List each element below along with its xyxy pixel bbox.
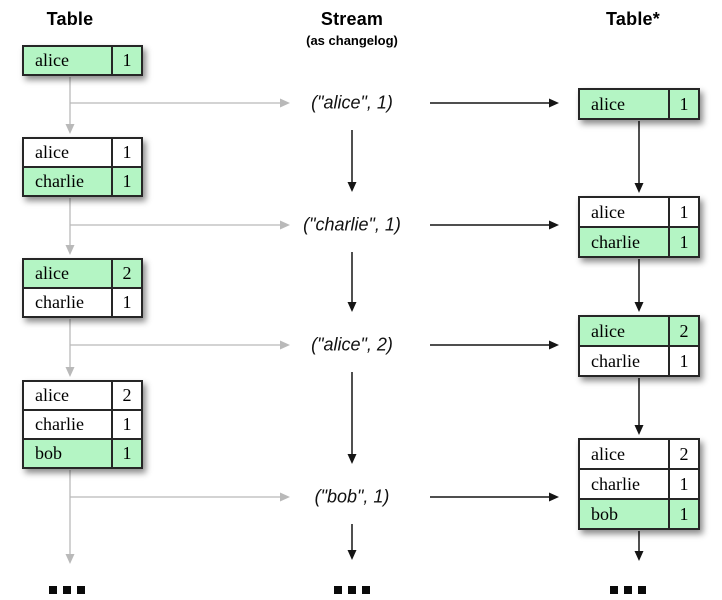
key-cell: charlie — [591, 350, 640, 371]
key-cell: charlie — [591, 473, 640, 494]
right-table-3: alice 2 charlie 1 — [578, 315, 700, 377]
value-cell: 1 — [111, 168, 141, 195]
table-row: charlie 1 — [24, 409, 141, 438]
key-cell: alice — [591, 443, 625, 464]
key-cell: charlie — [35, 171, 84, 191]
table-row: charlie 1 — [580, 468, 698, 498]
table-row: alice 2 — [580, 440, 698, 468]
table-row: charlie 1 — [580, 226, 698, 256]
value-cell: 1 — [668, 228, 698, 256]
table-row: alice 2 — [24, 382, 141, 409]
value-cell: 1 — [668, 90, 698, 118]
value-cell: 2 — [111, 260, 141, 287]
value-cell: 1 — [668, 470, 698, 498]
table-row: bob 1 — [24, 438, 141, 467]
table-row: alice 1 — [580, 90, 698, 118]
value-cell: 2 — [668, 317, 698, 345]
key-cell: alice — [35, 385, 69, 405]
table-row: alice 2 — [580, 317, 698, 345]
black-right-arrow-head — [549, 98, 559, 108]
ellipsis-dot — [63, 586, 71, 594]
ellipsis — [49, 586, 85, 594]
stream-event-1: ("alice", 1) — [311, 92, 393, 113]
ellipsis-dot — [348, 586, 356, 594]
table-row: alice 1 — [580, 198, 698, 226]
left-table-1: alice 1 — [22, 45, 143, 76]
left-column-header: Table — [46, 9, 94, 29]
ellipsis-dot — [610, 586, 618, 594]
stream-event-2: ("charlie", 1) — [303, 214, 401, 235]
stream-event-4: ("bob", 1) — [314, 486, 390, 507]
value-cell: 1 — [111, 139, 141, 166]
ellipsis-dot — [624, 586, 632, 594]
key-cell: alice — [35, 142, 69, 162]
table-down-arrow-head — [634, 551, 644, 561]
gray-down-arrow-head — [65, 124, 75, 134]
key-cell: charlie — [591, 231, 640, 252]
key-cell: charlie — [35, 292, 84, 312]
black-right-arrow-head — [549, 340, 559, 350]
gray-down-arrow-head — [65, 554, 75, 564]
table-row: charlie 1 — [580, 345, 698, 375]
gray-down-arrow-head — [65, 367, 75, 377]
table-row: charlie 1 — [24, 287, 141, 316]
left-table-4: alice 2 charlie 1 bob 1 — [22, 380, 143, 469]
value-cell: 1 — [668, 500, 698, 528]
stream-down-arrow-head — [347, 550, 357, 560]
stream-down-arrow-head — [347, 302, 357, 312]
table-row: bob 1 — [580, 498, 698, 528]
key-cell: alice — [35, 50, 69, 70]
gray-right-arrow-head — [280, 98, 290, 108]
stream-event-3: ("alice", 2) — [311, 334, 393, 355]
right-column-header: Table* — [606, 9, 660, 29]
key-cell: alice — [35, 263, 69, 283]
ellipsis-dot — [638, 586, 646, 594]
ellipsis-dot — [77, 586, 85, 594]
table-row: alice 1 — [24, 47, 141, 74]
ellipsis — [334, 586, 370, 594]
black-right-arrow-head — [549, 220, 559, 230]
value-cell: 1 — [111, 47, 141, 74]
table-row: alice 2 — [24, 260, 141, 287]
stream-down-arrow-head — [347, 454, 357, 464]
value-cell: 1 — [111, 411, 141, 438]
key-cell: alice — [591, 320, 625, 341]
table-row: charlie 1 — [24, 166, 141, 195]
gray-right-arrow-head — [280, 492, 290, 502]
value-cell: 1 — [111, 289, 141, 316]
value-cell: 1 — [111, 440, 141, 467]
key-cell: alice — [591, 93, 625, 114]
table-down-arrow-head — [634, 302, 644, 312]
stream-column-header: Stream — [320, 9, 384, 29]
value-cell: 2 — [668, 440, 698, 468]
ellipsis-dot — [362, 586, 370, 594]
right-table-1: alice 1 — [578, 88, 700, 120]
right-table-2: alice 1 charlie 1 — [578, 196, 700, 258]
left-table-2: alice 1 charlie 1 — [22, 137, 143, 197]
gray-down-arrow-head — [65, 245, 75, 255]
black-right-arrow-head — [549, 492, 559, 502]
stream-down-arrow-head — [347, 182, 357, 192]
table-down-arrow-head — [634, 425, 644, 435]
key-cell: charlie — [35, 414, 84, 434]
stream-column-subheader: (as changelog) — [306, 33, 398, 48]
ellipsis-dot — [334, 586, 342, 594]
table-down-arrow-head — [634, 183, 644, 193]
value-cell: 1 — [668, 347, 698, 375]
ellipsis — [610, 586, 646, 594]
gray-right-arrow-head — [280, 340, 290, 350]
value-cell: 1 — [668, 198, 698, 226]
table-row: alice 1 — [24, 139, 141, 166]
right-table-4: alice 2 charlie 1 bob 1 — [578, 438, 700, 530]
ellipsis-dot — [49, 586, 57, 594]
left-table-3: alice 2 charlie 1 — [22, 258, 143, 318]
gray-right-arrow-head — [280, 220, 290, 230]
value-cell: 2 — [111, 382, 141, 409]
key-cell: bob — [591, 503, 618, 524]
key-cell: alice — [591, 201, 625, 222]
key-cell: bob — [35, 443, 62, 463]
